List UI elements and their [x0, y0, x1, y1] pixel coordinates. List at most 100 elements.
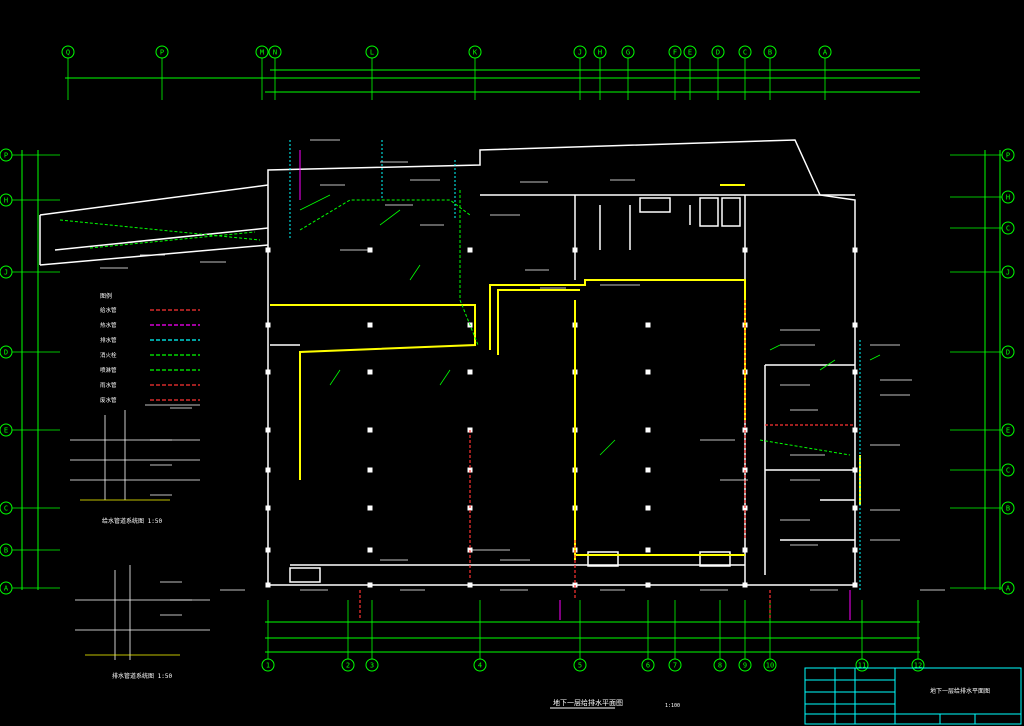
legend-label: 雨水管 — [100, 381, 117, 389]
axis-label: M — [260, 49, 264, 57]
axis-bubble-bottom: 7 — [668, 658, 682, 672]
axis-label: C — [1006, 467, 1010, 475]
axis-label: P — [1006, 152, 1010, 160]
building-walls — [39, 139, 856, 586]
axis-label: C — [743, 49, 747, 57]
axis-bubble-bottom: 6 — [641, 658, 655, 672]
legend-row: 给水管 — [100, 306, 200, 314]
title-block-name: 地下一层给排水平面图 — [930, 687, 990, 695]
axis-label: B — [4, 547, 8, 555]
structural-columns — [265, 247, 858, 588]
legend-title: 图例 — [100, 292, 112, 300]
legend-label: 排水管 — [100, 336, 117, 344]
annotation-leaders — [299, 194, 881, 456]
axis-bubble-bottom: 11 — [855, 658, 869, 672]
axis-bubble-top: K — [468, 45, 482, 59]
axis-bubble-top: N — [268, 45, 282, 59]
axis-label: P — [160, 49, 164, 57]
drawing-title: 地下一层给排水平面图 — [553, 698, 623, 707]
axis-label: 9 — [743, 662, 747, 670]
axis-label: 2 — [346, 662, 350, 670]
axis-bubble-left: A — [0, 581, 13, 595]
bottom-dimension-chain — [265, 621, 920, 653]
magenta-risers — [299, 150, 851, 620]
axis-bubble-left: H — [0, 193, 13, 207]
legend-row: 废水管 — [100, 396, 200, 404]
axis-bubble-top: D — [711, 45, 725, 59]
axis-bubble-top: L — [365, 45, 379, 59]
legend-row: 雨水管 — [100, 381, 200, 389]
detail-2-caption: 排水管道系统图 1:50 — [112, 672, 172, 680]
axis-bubble-top: A — [818, 45, 832, 59]
fire-pipes — [289, 140, 861, 590]
axis-label: D — [1006, 349, 1010, 357]
axis-label: 4 — [478, 662, 482, 670]
axis-label: B — [768, 49, 772, 57]
axis-label: J — [1006, 269, 1010, 277]
axis-label: 5 — [578, 662, 582, 670]
axis-bubble-bottom: 2 — [341, 658, 355, 672]
axis-label: H — [4, 197, 8, 205]
axis-label: Q — [66, 49, 70, 57]
axis-label: F — [673, 49, 677, 57]
axis-bubble-right: D — [1001, 345, 1015, 359]
axis-label: B — [1006, 505, 1010, 513]
axis-label: J — [578, 49, 582, 57]
legend-label: 喷淋管 — [100, 366, 117, 374]
drain-pipes — [359, 300, 855, 620]
axis-label: J — [4, 269, 8, 277]
detail-1-caption: 给水管道系统图 1:50 — [102, 517, 162, 525]
axis-bubble-top: C — [738, 45, 752, 59]
axis-label: L — [370, 49, 374, 57]
axis-label: 3 — [370, 662, 374, 670]
axis-bubble-right: B — [1001, 501, 1015, 515]
side-dimension-chains — [21, 150, 1001, 590]
axis-label: A — [1006, 585, 1011, 593]
axis-bubble-top: J — [573, 45, 587, 59]
axis-label: E — [4, 427, 8, 435]
legend-row: 喷淋管 — [100, 366, 200, 374]
axis-bubble-left: P — [0, 148, 13, 162]
axis-bubble-top: B — [763, 45, 777, 59]
axis-bubble-bottom: 3 — [365, 658, 379, 672]
top-dimension-chain — [65, 58, 920, 100]
axis-bubble-top: H — [593, 45, 607, 59]
legend-row: 热水管 — [100, 321, 200, 329]
axis-label: 1 — [266, 662, 270, 670]
axis-label: D — [4, 349, 8, 357]
axis-label: 8 — [718, 662, 722, 670]
axis-bubble-top: M — [255, 45, 269, 59]
axis-bubble-top: F — [668, 45, 682, 59]
axis-bubble-right: P — [1001, 148, 1015, 162]
right-axis-bubbles: P H C J D E C B A — [950, 148, 1015, 595]
legend-row: 消火栓 — [100, 351, 200, 359]
axis-label: H — [598, 49, 602, 57]
axis-bubble-bottom: 8 — [713, 658, 727, 672]
legend-label: 消火栓 — [100, 351, 117, 359]
sprinkler-pipes — [59, 190, 851, 456]
axis-bubble-bottom: 9 — [738, 658, 752, 672]
axis-bubble-top: E — [683, 45, 697, 59]
axis-label: C — [1006, 225, 1010, 233]
axis-label: A — [823, 49, 828, 57]
axis-bubble-right: E — [1001, 423, 1015, 437]
axis-label: N — [273, 49, 277, 57]
axis-label: E — [1006, 427, 1010, 435]
axis-bubble-left: D — [0, 345, 13, 359]
axis-bubble-right: C — [1001, 463, 1015, 477]
axis-bubble-right: H — [1001, 190, 1015, 204]
axis-bubble-right: A — [1001, 581, 1015, 595]
axis-bubble-bottom: 12 — [911, 658, 925, 672]
axis-bubble-left: E — [0, 423, 13, 437]
drawing-scale: 1:100 — [665, 703, 680, 709]
axis-label: E — [688, 49, 692, 57]
axis-bubble-bottom: 1 — [261, 658, 275, 672]
axis-bubble-top: P — [155, 45, 169, 59]
axis-bubble-right: J — [1001, 265, 1015, 279]
axis-bubble-right: C — [1001, 221, 1015, 235]
